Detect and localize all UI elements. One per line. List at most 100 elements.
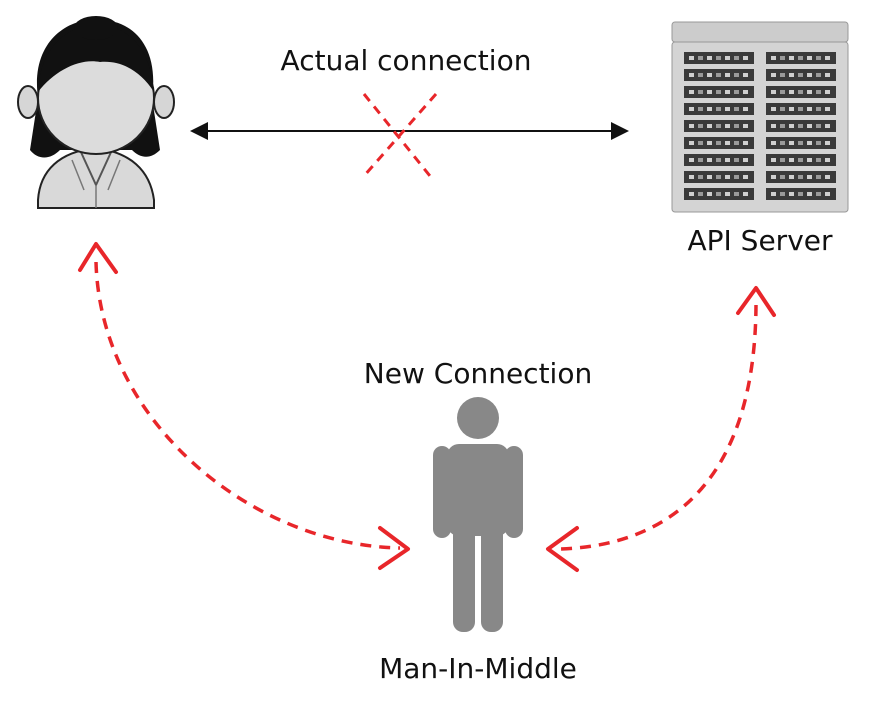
rack-led xyxy=(716,107,721,111)
rack-led xyxy=(716,56,721,60)
rack-led xyxy=(807,124,812,128)
rack-led xyxy=(798,192,803,196)
rack-led xyxy=(725,158,730,162)
rack-led xyxy=(771,56,776,60)
rack-led xyxy=(698,73,703,77)
rack-led xyxy=(789,158,794,162)
rack-led xyxy=(816,56,821,60)
rack-led xyxy=(825,175,830,179)
rack-led xyxy=(816,158,821,162)
rack-led xyxy=(816,124,821,128)
rack-led xyxy=(743,158,748,162)
rack-led xyxy=(743,175,748,179)
rack-led xyxy=(789,107,794,111)
rack-led xyxy=(698,175,703,179)
rack-led xyxy=(707,175,712,179)
rack-led xyxy=(771,73,776,77)
rack-led xyxy=(707,124,712,128)
attack-path-right xyxy=(546,286,776,572)
rack-led xyxy=(689,124,694,128)
rack-led xyxy=(780,124,785,128)
actual-connection-link xyxy=(190,122,629,140)
rack-led xyxy=(798,73,803,77)
person-icon xyxy=(433,397,523,632)
rack-led xyxy=(780,141,785,145)
rack-led xyxy=(825,158,830,162)
rack-led xyxy=(825,90,830,94)
rack-led xyxy=(780,175,785,179)
rack-led xyxy=(743,56,748,60)
rack-led xyxy=(816,192,821,196)
rack-led xyxy=(825,192,830,196)
rack-led xyxy=(689,192,694,196)
rack-led xyxy=(816,73,821,77)
rack-led xyxy=(689,56,694,60)
rack-led xyxy=(734,158,739,162)
rack-led xyxy=(771,107,776,111)
rack-led xyxy=(707,56,712,60)
rack-led xyxy=(743,107,748,111)
rack-led xyxy=(816,175,821,179)
rack-led xyxy=(825,56,830,60)
rack-led xyxy=(689,107,694,111)
rack-led xyxy=(825,73,830,77)
rack-led xyxy=(798,158,803,162)
rack-led xyxy=(743,192,748,196)
rack-led xyxy=(789,56,794,60)
rack-led xyxy=(734,124,739,128)
rack-led xyxy=(798,90,803,94)
rack-led xyxy=(771,141,776,145)
rack-led xyxy=(807,141,812,145)
rack-led xyxy=(816,107,821,111)
rack-led xyxy=(689,158,694,162)
rack-led xyxy=(780,192,785,196)
rack-led xyxy=(789,90,794,94)
rack-led xyxy=(716,175,721,179)
rack-led xyxy=(707,141,712,145)
rack-led xyxy=(743,73,748,77)
rack-led xyxy=(789,124,794,128)
rack-led xyxy=(734,73,739,77)
rack-led xyxy=(716,73,721,77)
rack-led xyxy=(698,90,703,94)
rack-led xyxy=(780,56,785,60)
rack-led xyxy=(798,175,803,179)
rack-led xyxy=(780,107,785,111)
rack-led xyxy=(789,73,794,77)
rack-led xyxy=(689,141,694,145)
rack-led xyxy=(807,107,812,111)
rack-led xyxy=(707,73,712,77)
rack-led xyxy=(698,107,703,111)
rack-led xyxy=(689,175,694,179)
rack-led xyxy=(825,107,830,111)
rack-led xyxy=(689,90,694,94)
server-rack-icon xyxy=(671,21,849,213)
rack-led xyxy=(734,141,739,145)
user-icon xyxy=(17,16,175,209)
rack-led xyxy=(734,175,739,179)
rack-led xyxy=(743,90,748,94)
rack-led xyxy=(816,141,821,145)
rack-led xyxy=(789,192,794,196)
rack-led xyxy=(780,158,785,162)
rack-led xyxy=(780,73,785,77)
rack-led xyxy=(807,73,812,77)
rack-led xyxy=(771,90,776,94)
rack-led xyxy=(707,107,712,111)
rack-led xyxy=(789,175,794,179)
rack-led xyxy=(734,192,739,196)
rack-led xyxy=(725,141,730,145)
rack-led xyxy=(807,158,812,162)
rack-led xyxy=(807,175,812,179)
new-connection-label: New Connection xyxy=(364,357,592,390)
rack-led xyxy=(716,158,721,162)
rack-led xyxy=(707,90,712,94)
rack-led xyxy=(798,107,803,111)
rack-led xyxy=(689,73,694,77)
rack-led xyxy=(698,158,703,162)
rack-led xyxy=(771,175,776,179)
rack-led xyxy=(725,107,730,111)
rack-led xyxy=(698,192,703,196)
rack-led xyxy=(798,141,803,145)
